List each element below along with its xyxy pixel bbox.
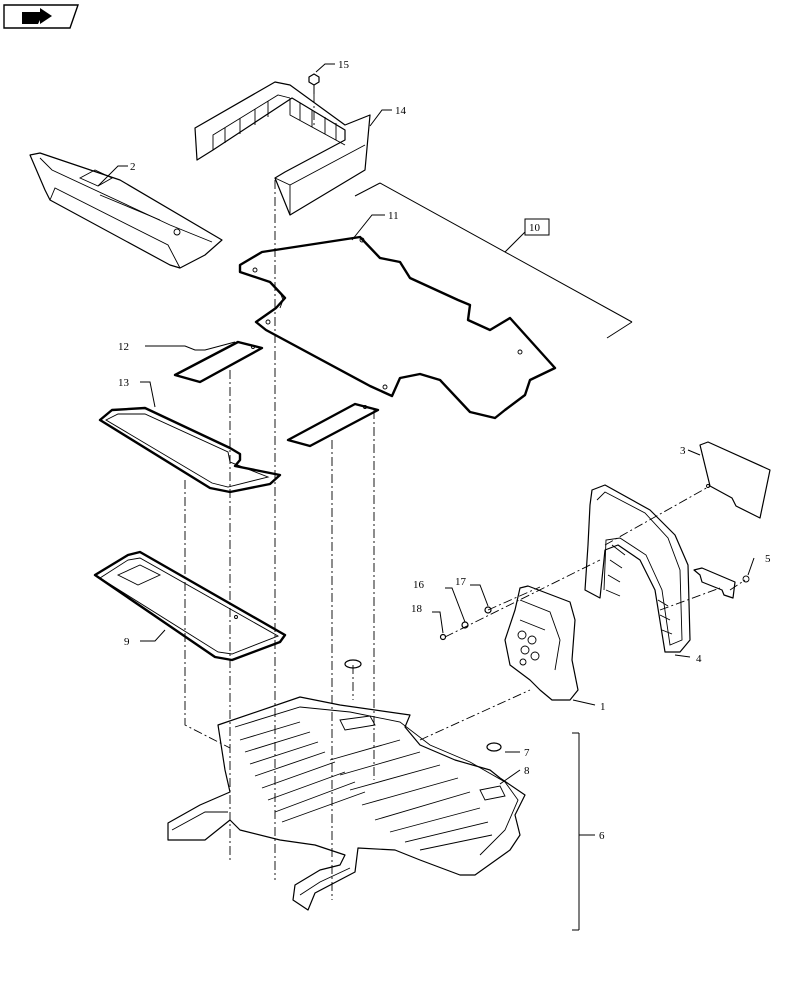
callout-1: 1 xyxy=(600,701,606,713)
fasteners-16-17-18 xyxy=(439,606,492,641)
callout-labels: 15 14 2 11 10 12 13 3 5 16 17 18 9 4 1 7… xyxy=(118,59,771,842)
part-9-cushion xyxy=(93,550,287,662)
part-10-bracket xyxy=(354,182,633,339)
callout-4: 4 xyxy=(696,653,702,665)
part-5-bracket xyxy=(693,567,750,599)
part-6-floor-assembly xyxy=(167,696,526,911)
navigation-arrow-icon[interactable] xyxy=(3,4,79,29)
part-7-cap xyxy=(344,659,502,752)
callout-18: 18 xyxy=(411,603,423,615)
callout-3: 3 xyxy=(680,445,686,457)
callout-8: 8 xyxy=(524,765,530,777)
part-4-frame xyxy=(584,484,691,653)
callout-2: 2 xyxy=(130,161,136,173)
part-6-bracket xyxy=(572,732,580,931)
assembly-lines xyxy=(184,94,746,900)
callout-13: 13 xyxy=(118,377,130,389)
callout-12: 12 xyxy=(118,341,129,353)
part-13-mat xyxy=(98,406,282,494)
part-14-console xyxy=(194,81,371,216)
part-12-pads xyxy=(173,340,380,448)
part-11-floor-mat xyxy=(238,235,557,420)
callout-5: 5 xyxy=(765,553,771,565)
callout-7: 7 xyxy=(524,747,530,759)
callout-11: 11 xyxy=(388,210,399,222)
callout-9: 9 xyxy=(124,636,130,648)
callout-17: 17 xyxy=(455,576,467,588)
callout-6: 6 xyxy=(599,830,605,842)
part-1-control-panel xyxy=(504,585,579,701)
callout-14: 14 xyxy=(395,105,407,117)
callout-10: 10 xyxy=(529,222,541,234)
callout-15: 15 xyxy=(338,59,350,71)
callout-16: 16 xyxy=(413,579,425,591)
part-2-side-panel xyxy=(29,152,223,269)
leader-lines xyxy=(97,63,755,836)
part-15-screw xyxy=(308,73,320,94)
part-3-plate xyxy=(699,441,771,519)
